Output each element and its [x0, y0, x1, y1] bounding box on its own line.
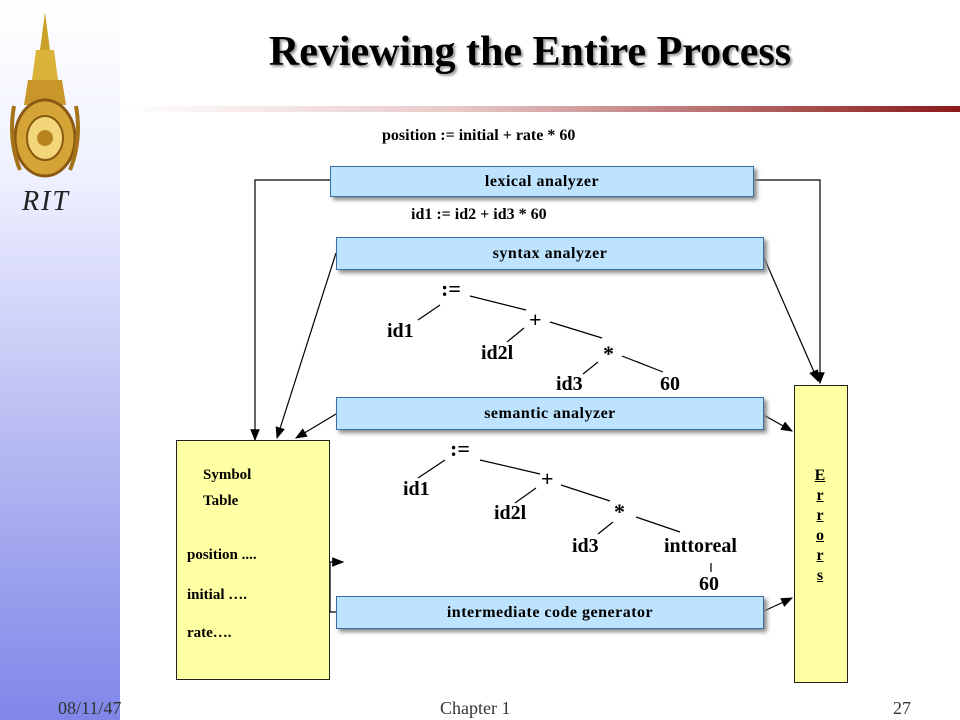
errors-box	[794, 385, 848, 683]
syntax-analyzer-box: syntax analyzer	[336, 237, 764, 270]
tree1-id1-node: id1	[387, 320, 414, 342]
slide-title: Reviewing the Entire Process	[268, 29, 792, 75]
footer-chapter: Chapter 1	[440, 698, 511, 718]
errors-letter: s	[816, 567, 824, 584]
tree2-number-node: 60	[699, 573, 719, 595]
tree2-times-node: *	[614, 499, 625, 524]
tree2-id1-node: id1	[403, 478, 430, 500]
tree2-id3-node: id3	[572, 535, 599, 557]
symbol-table-title-line1: Symbol	[203, 467, 252, 483]
tree2-id2-node: id2l	[494, 502, 527, 524]
tree2-conversion-node: inttoreal	[664, 535, 737, 557]
symbol-table-entry: position ....	[187, 547, 257, 563]
sidebar-gradient: RIT	[0, 0, 120, 720]
tree1-plus-node: +	[529, 307, 542, 332]
symbol-table-entry: initial ….	[187, 587, 248, 603]
tree2-plus-node: +	[541, 466, 554, 491]
logo-text: RIT	[22, 186, 70, 217]
tree1-times-node: *	[603, 341, 614, 366]
tree2-assign-node: :=	[450, 436, 470, 461]
errors-letter: r	[816, 547, 824, 564]
symbol-table-title-line2: Table	[203, 493, 239, 509]
semantic-analyzer-box: semantic analyzer	[336, 397, 764, 430]
symbol-table-entry: rate….	[187, 625, 232, 641]
footer-date: 08/11/47	[58, 698, 122, 718]
tree1-id3-node: id3	[556, 373, 583, 395]
footer-page-number: 27	[893, 698, 911, 718]
tree1-assign-node: :=	[441, 276, 461, 301]
tree1-id2-node: id2l	[481, 342, 514, 364]
university-emblem-icon	[10, 12, 80, 178]
errors-letter: r	[816, 507, 824, 524]
source-statement: position := initial + rate * 60	[382, 127, 576, 144]
errors-label: E r r o r s	[794, 466, 846, 586]
tree1-number-node: 60	[660, 373, 680, 395]
lexical-analyzer-box: lexical analyzer	[330, 166, 754, 197]
errors-letter: r	[816, 487, 824, 504]
intermediate-code-generator-box: intermediate code generator	[336, 596, 764, 629]
symbol-table-box: Symbol Table position .... initial …. ra…	[176, 440, 330, 680]
title-underline	[120, 106, 960, 112]
token-statement: id1 := id2 + id3 * 60	[411, 206, 547, 223]
errors-letter: o	[816, 527, 824, 544]
errors-letter: E	[814, 467, 826, 484]
